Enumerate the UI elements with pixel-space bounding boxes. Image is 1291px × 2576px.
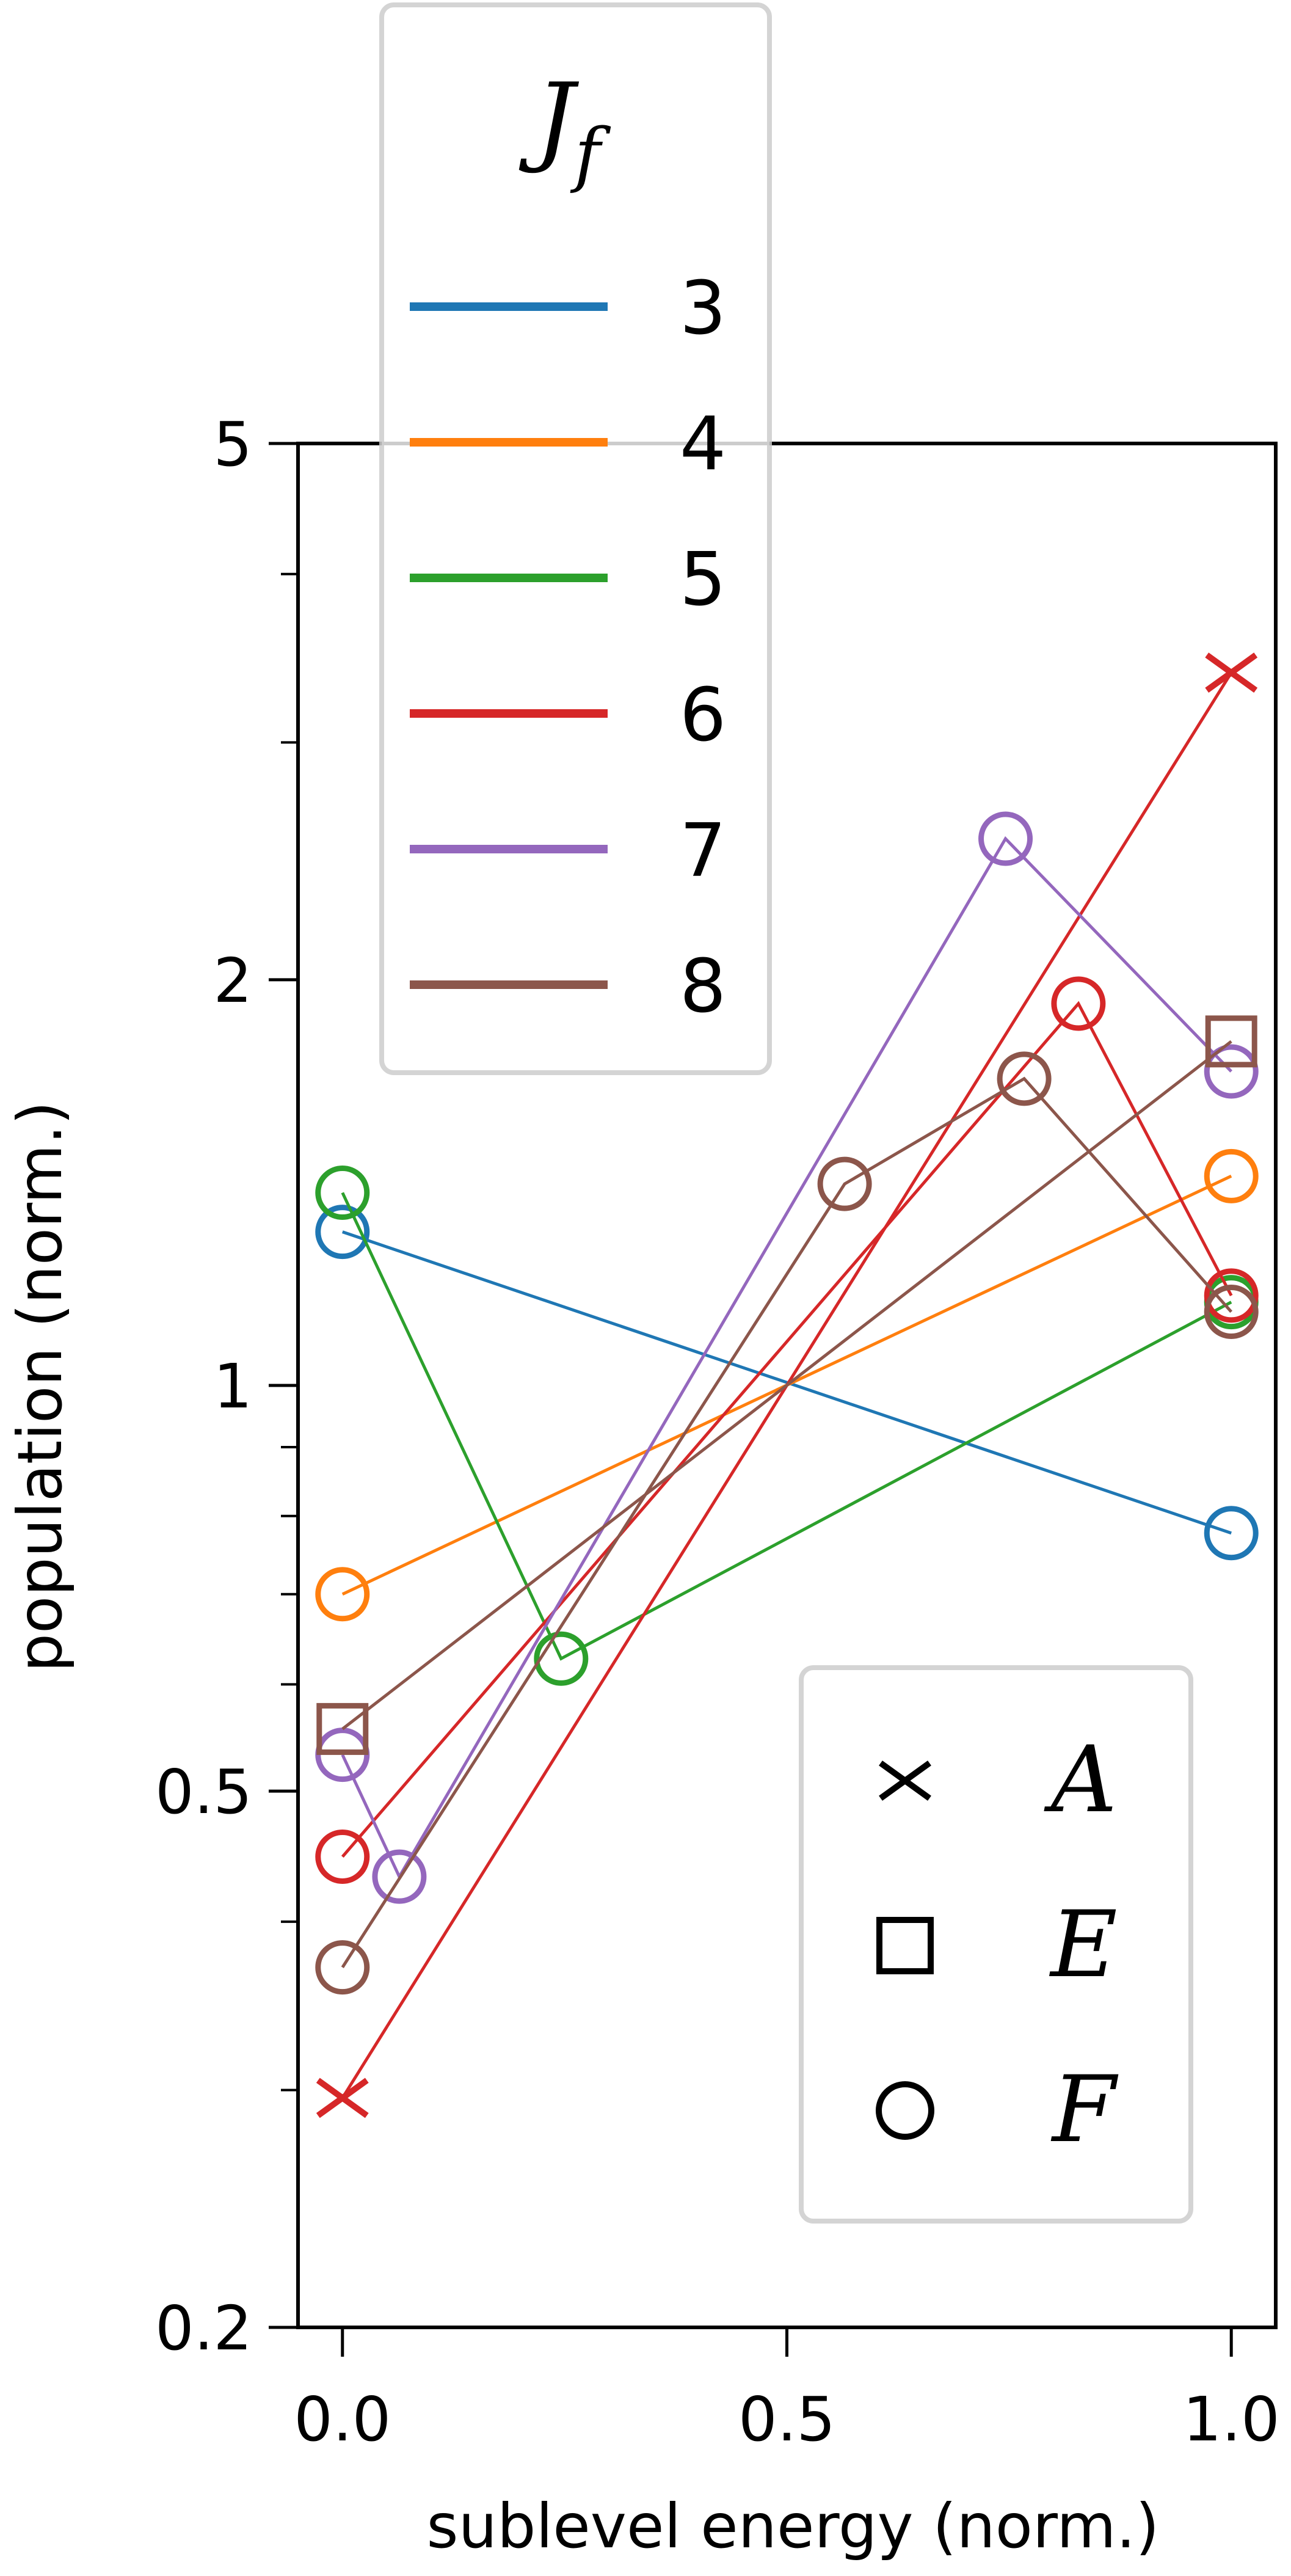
y-tick-label: 0.2 [155,2293,252,2364]
data-point-square [316,1702,369,1755]
marker-legend-entries: AEF [876,1727,1119,2163]
legend-label: 3 [680,266,726,351]
data-point-circle [1204,1044,1259,1099]
series-line [341,1001,1233,1858]
x-marker-stroke [1205,652,1258,693]
series-line [341,1076,1233,1968]
color-legend-item-3: 3 [410,266,726,351]
data-point-circle [315,1165,370,1220]
y-tick-label: 0.5 [155,1756,252,1828]
marker-legend-item-A: A [879,1727,1117,1833]
legend-label: 6 [680,673,726,758]
series-6-circle [315,976,1259,1884]
x-tick-label: 0.5 [738,2384,835,2455]
data-point-circle [315,1567,370,1622]
legend-label: 7 [680,809,726,894]
data-point-circle [315,1940,370,1995]
legend-marker-x [879,1761,931,1801]
legend-marker-label: F [1050,2057,1119,2163]
data-point-circle [978,811,1033,866]
color-legend-item-5: 5 [410,538,726,622]
legend-label: 5 [680,538,726,622]
series-line [341,1192,1232,1661]
legend-marker-circle [876,2081,934,2140]
color-legend-item-8: 8 [410,944,726,1029]
legend-marker-label: A [1044,1727,1117,1833]
data-point-circle [315,1829,370,1884]
color-legend-entries: 3 4 5 6 7 8 [410,266,726,1029]
data-point-circle [315,1205,370,1260]
data-point-circle [1204,1506,1259,1561]
data-point-circle [1051,976,1106,1031]
y-tick-label: 1 [213,1351,252,1422]
data-point-circle [997,1051,1052,1106]
x-tick-label: 0.0 [294,2384,391,2455]
y-tick-label: 2 [213,945,252,1016]
series-8-square [316,1015,1257,1755]
data-point-circle [817,1156,872,1211]
marker-legend: AEF [799,1665,1193,2224]
series-8-circle [315,1051,1259,1995]
data-point-circle [1204,1285,1259,1340]
color-legend-frame [379,2,772,1075]
x-tick-label: 1.0 [1183,2384,1280,2455]
data-point-circle [1204,1148,1259,1203]
data-point-x [316,2078,369,2118]
ticks-layer: 0.0 0.5 1.0 0.2 0.5 1 2 5 [155,409,1280,2455]
series-5-circle [315,1165,1259,1686]
color-legend-item-6: 6 [410,673,726,758]
series-layer [315,652,1259,2118]
y-axis-label: population (norm.) [4,1101,76,1672]
data-point-x [1205,652,1258,693]
legend-marker-square [876,1917,934,1974]
y-tick-label: 5 [213,409,252,480]
marker-legend-item-E: E [876,1892,1118,1998]
legend-marker-label: E [1049,1892,1118,1998]
marker-legend-item-F: F [876,2057,1119,2163]
x-marker-stroke [316,2078,369,2118]
legend-label: 8 [680,944,726,1029]
color-legend-item-4: 4 [410,402,726,487]
marker-legend-frame [799,1665,1193,2224]
color-legend-item-7: 7 [410,809,726,894]
data-point-circle [534,1631,589,1686]
legend-label: 4 [680,402,726,487]
x-axis-label: sublevel energy (norm.) [427,2490,1160,2562]
data-point-square [1205,1015,1257,1068]
series-line [341,1040,1232,1731]
data-point-circle [372,1849,427,1904]
data-point-circle [1204,1268,1259,1323]
series-line [341,836,1232,1880]
x-marker-stroke [879,1761,931,1801]
